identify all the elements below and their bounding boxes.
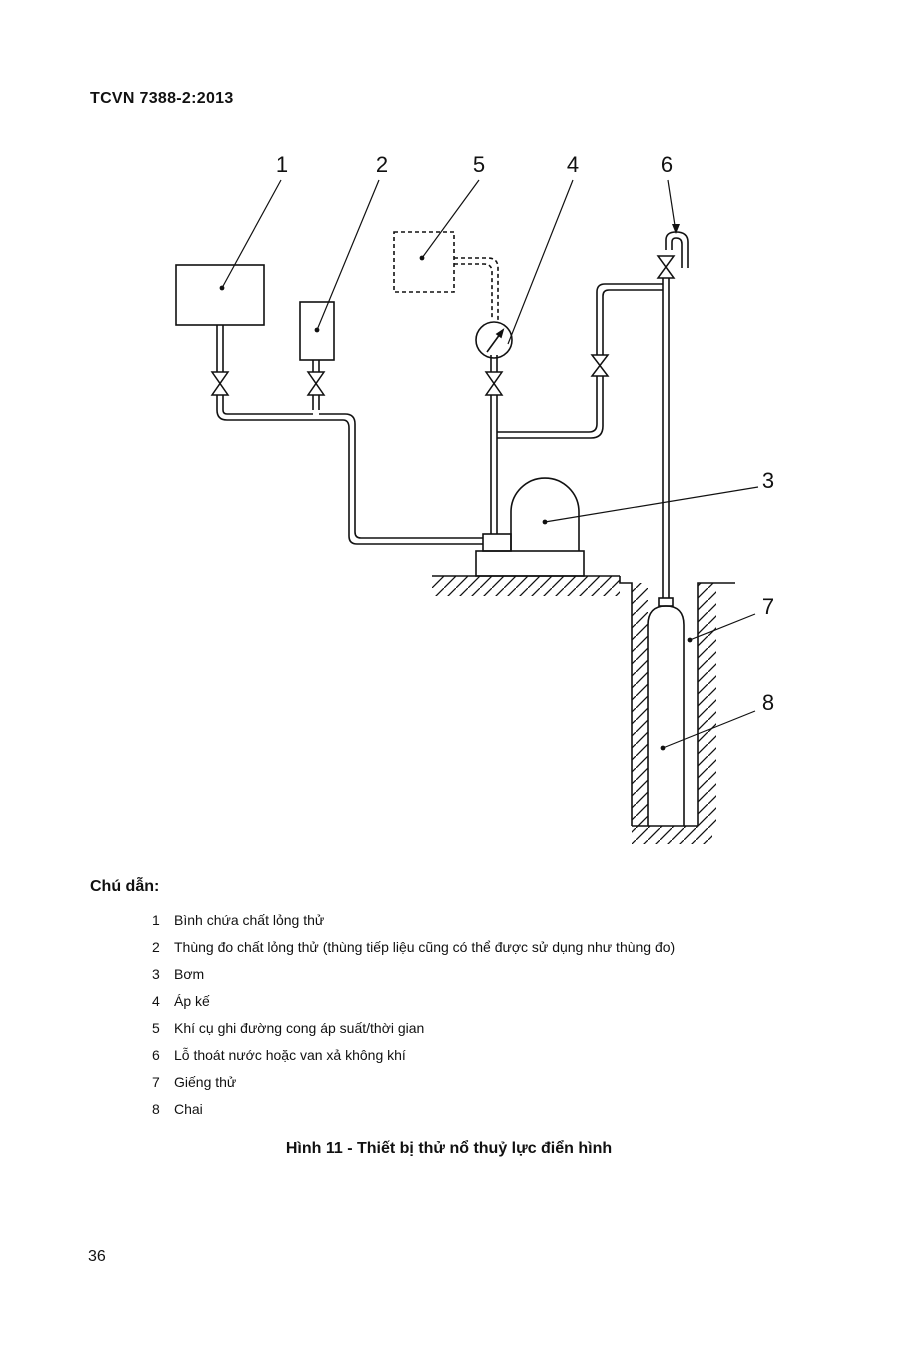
pump bbox=[475, 477, 585, 577]
liquid-reservoir bbox=[175, 264, 265, 326]
valve-4 bbox=[484, 371, 504, 396]
callout-5: 5 bbox=[473, 152, 485, 177]
valve-1 bbox=[210, 371, 230, 396]
pressure-gauge bbox=[475, 321, 513, 359]
measuring-vessel bbox=[299, 301, 335, 361]
legend-title: Chú dẫn: bbox=[90, 878, 160, 895]
callout-4: 4 bbox=[567, 152, 579, 177]
figure-caption: Hình 11 - Thiết bị thử nổ thuỷ lực điển … bbox=[285, 1140, 613, 1157]
callout-8: 8 bbox=[762, 690, 774, 715]
pressure-recorder bbox=[393, 231, 455, 293]
valve-2 bbox=[306, 371, 326, 396]
callout-2: 2 bbox=[376, 152, 388, 177]
valve-6 bbox=[656, 255, 676, 279]
callout-3: 3 bbox=[762, 468, 774, 493]
cylinder bbox=[647, 597, 685, 826]
callout-1: 1 bbox=[276, 152, 288, 177]
valve-branch bbox=[590, 354, 610, 377]
hydraulic-burst-test-diagram: 1 2 5 4 6 3 7 8 bbox=[175, 152, 774, 844]
callout-6: 6 bbox=[661, 152, 673, 177]
ground bbox=[432, 575, 735, 844]
document-header: TCVN 7388-2:2013 bbox=[90, 90, 234, 107]
page-number: 36 bbox=[88, 1248, 106, 1265]
valves bbox=[210, 255, 676, 396]
callout-7: 7 bbox=[762, 594, 774, 619]
